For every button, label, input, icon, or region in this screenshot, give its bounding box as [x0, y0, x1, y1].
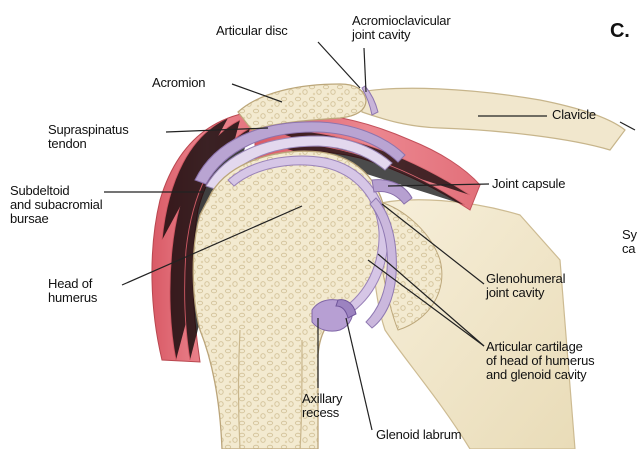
label-supraspinatus-tendon: Supraspinatus tendon [48, 123, 129, 151]
label-joint-capsule: Joint capsule [492, 177, 565, 191]
label-head-of-humerus: Head of humerus [48, 277, 97, 305]
label-articular-cartilage: Articular cartilage of head of humerus a… [486, 340, 594, 382]
label-glenoid-labrum: Glenoid labrum [376, 428, 461, 442]
label-articular-disc: Articular disc [216, 24, 288, 38]
label-glenohumeral-joint-cavity: Glenohumeral joint cavity [486, 272, 565, 300]
panel-letter: C. [610, 24, 630, 38]
label-cut-off-text: Sy ca [622, 228, 637, 256]
label-acromion: Acromion [152, 76, 205, 90]
label-subdeltoid-subacromial-bursae: Subdeltoid and subacromial bursae [10, 184, 102, 226]
label-axillary-recess: Axillary recess [302, 392, 342, 420]
label-clavicle: Clavicle [552, 108, 596, 122]
label-acromioclavicular-joint-cavity: Acromioclavicular joint cavity [352, 14, 450, 42]
